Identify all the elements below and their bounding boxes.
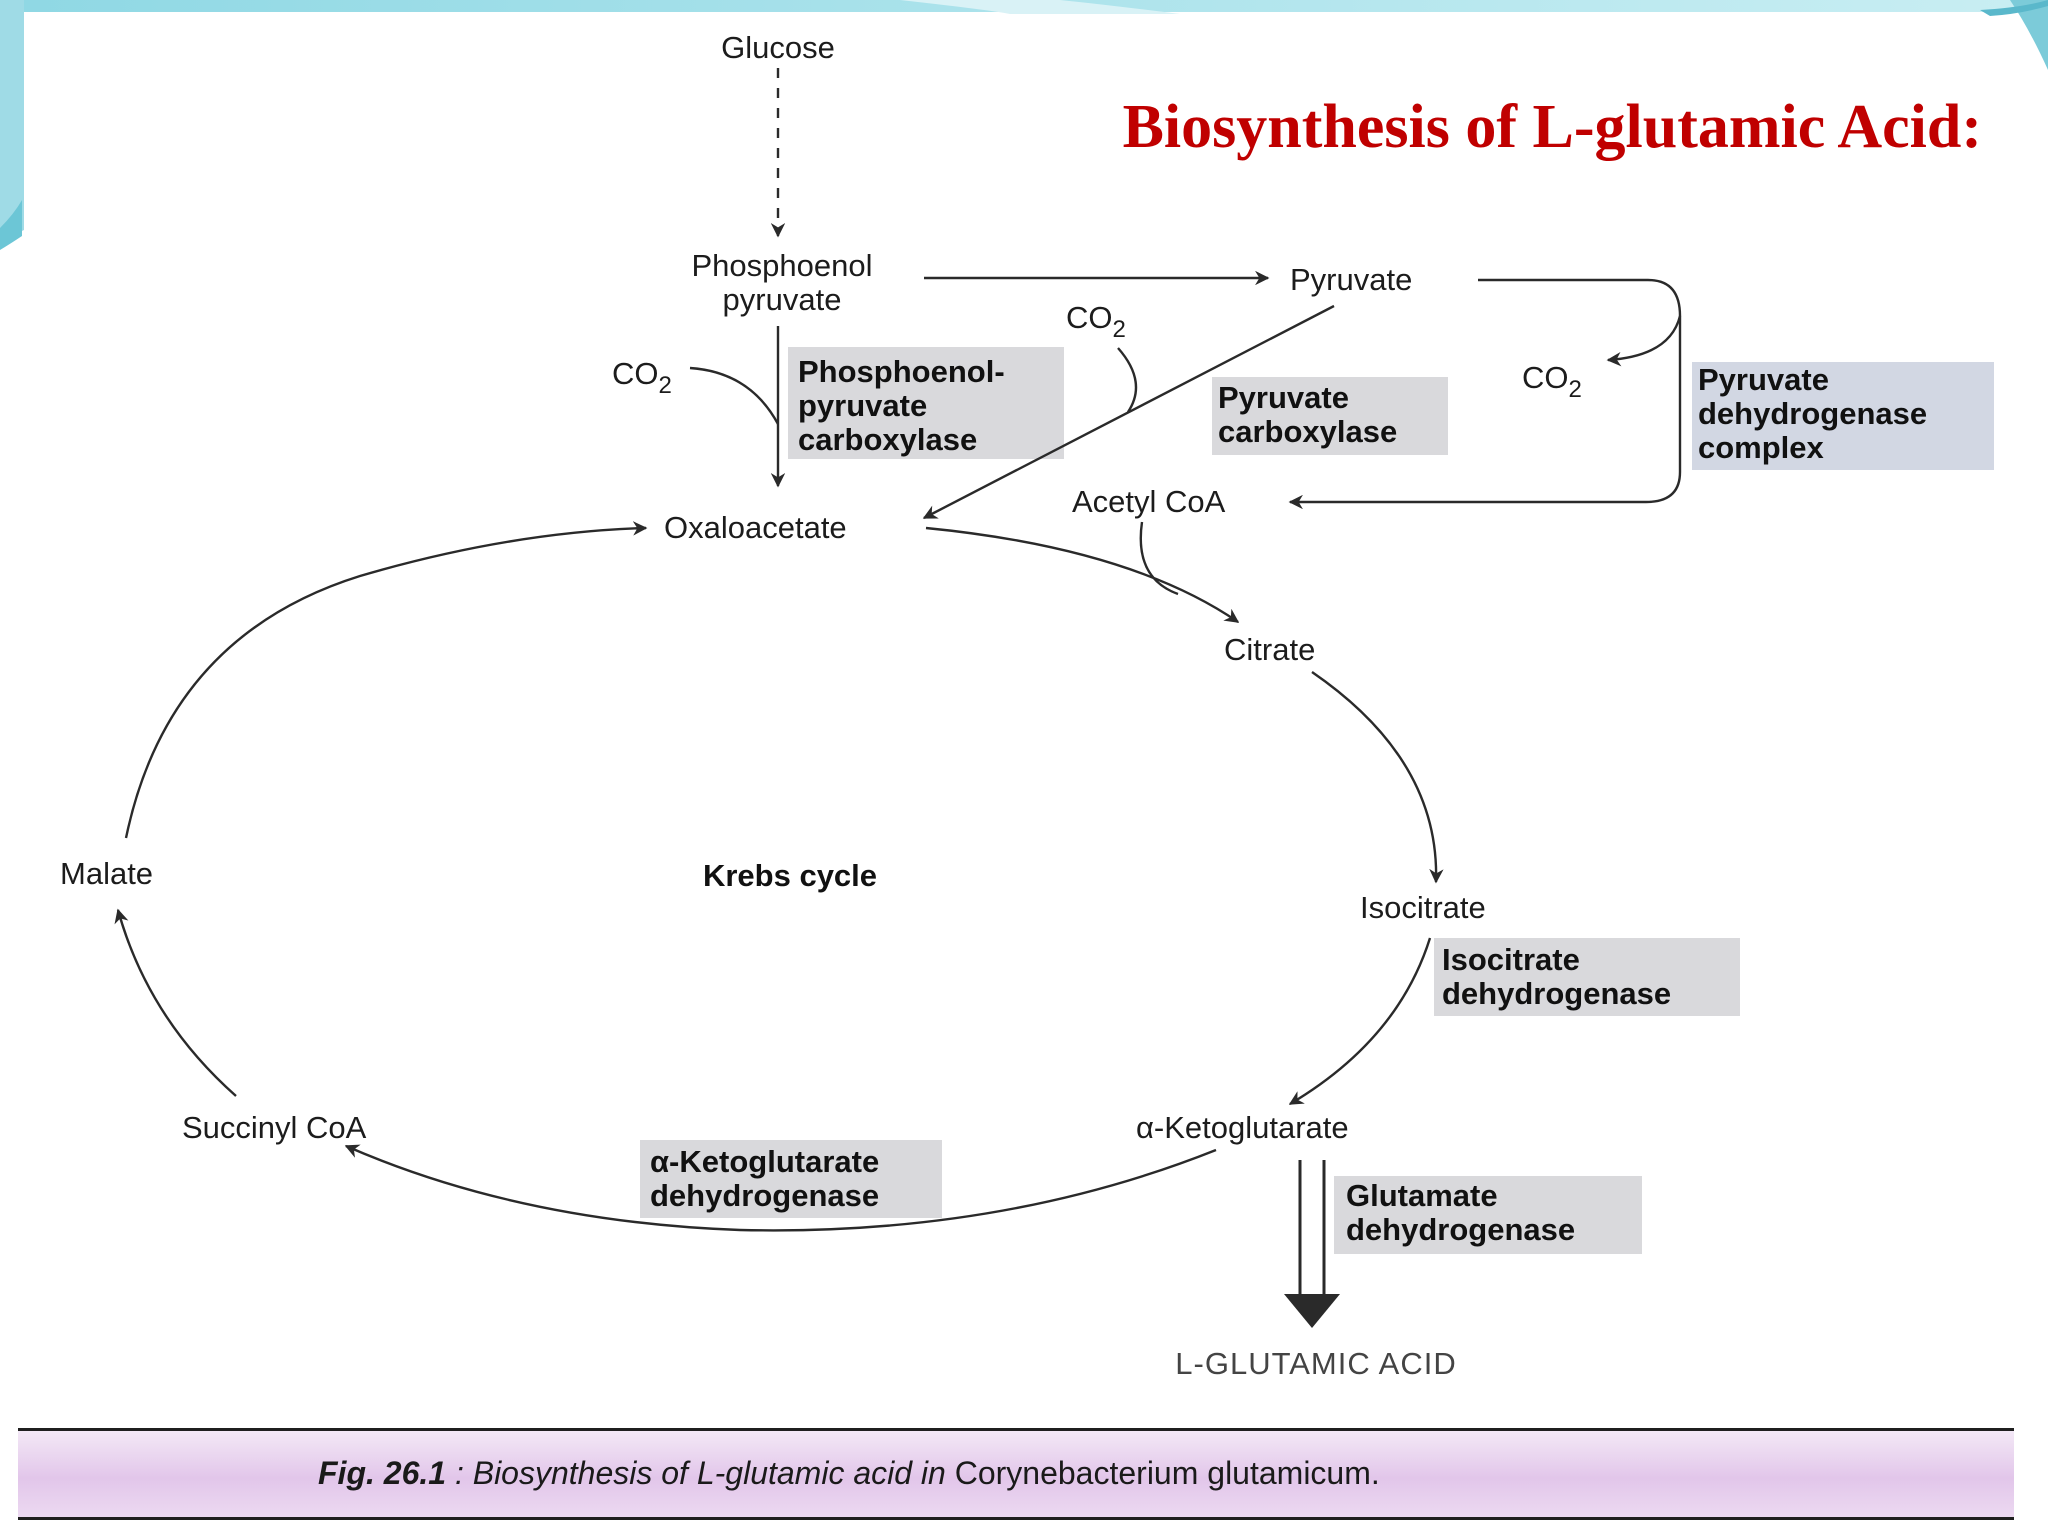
metabolite-succinyl-coa: Succinyl CoA bbox=[182, 1110, 367, 1145]
metabolite-oxaloacetate: Oxaloacetate bbox=[664, 510, 847, 545]
arrow-acetyl-coa-into-citrate bbox=[1139, 521, 1179, 596]
enzyme-alpha-ketoglutarate-dehydrogenase: α-Ketoglutarate dehydrogenase bbox=[650, 1144, 888, 1213]
co2-label-pyruvate-carboxylase: CO2 bbox=[1066, 300, 1126, 343]
metabolite-isocitrate: Isocitrate bbox=[1360, 890, 1486, 925]
arrow-akg-to-succinyl-coa bbox=[344, 1144, 1217, 1232]
caption-text: Biosynthesis of L-glutamic acid in bbox=[472, 1455, 955, 1491]
enzyme-glutamate-dehydrogenase: Glutamate dehydrogenase bbox=[1346, 1178, 1575, 1247]
figure-caption-bar: Fig. 26.1 : Biosynthesis of L-glutamic a… bbox=[18, 1428, 2014, 1520]
arrow-citrate-to-isocitrate bbox=[1311, 671, 1444, 884]
figure-label: Fig. 26.1 bbox=[318, 1455, 447, 1491]
figure-caption: Fig. 26.1 : Biosynthesis of L-glutamic a… bbox=[318, 1455, 1380, 1492]
arrow-pyruvate-to-acetyl-coa bbox=[1288, 278, 1682, 510]
enzyme-pyruvate-dehydrogenase-complex: Pyruvate dehydrogenase complex bbox=[1698, 362, 1936, 465]
metabolite-pyruvate: Pyruvate bbox=[1290, 262, 1412, 297]
enzyme-box-pyruvate-carboxylase bbox=[1212, 377, 1448, 455]
arrow-head-glutamic-acid bbox=[1284, 1294, 1340, 1328]
co2-label-pyruvate-dehydrogenase: CO2 bbox=[1522, 360, 1582, 403]
enzyme-box-glutamate-dehydrogenase bbox=[1334, 1176, 1642, 1254]
enzyme-box-pyruvate-dehydrogenase bbox=[1692, 362, 1994, 470]
arrow-isocitrate-to-akg bbox=[1288, 937, 1432, 1106]
metabolite-alpha-ketoglutarate: α-Ketoglutarate bbox=[1136, 1110, 1349, 1145]
arrow-co2-out-pyruvate-dehydrogenase bbox=[1606, 315, 1682, 367]
enzyme-box-akg-dehydrogenase bbox=[640, 1140, 942, 1218]
product-l-glutamic-acid: L-GLUTAMIC ACID bbox=[1175, 1346, 1456, 1381]
enzyme-box-pep-carboxylase bbox=[788, 347, 1064, 459]
caption-separator: : bbox=[446, 1455, 473, 1491]
enzyme-phosphoenolpyruvate-carboxylase: Phosphoenol- pyruvate carboxylase bbox=[798, 354, 1013, 457]
metabolite-phosphoenolpyruvate-line1: Phosphoenol bbox=[692, 248, 873, 283]
metabolite-glucose: Glucose bbox=[721, 30, 835, 65]
slide-title: Biosynthesis of L-glutamic Acid: bbox=[1122, 93, 1982, 161]
arrow-oxaloacetate-to-citrate bbox=[925, 526, 1240, 623]
arrow-co2-into-pep-carboxylase bbox=[689, 366, 780, 425]
krebs-cycle-label: Krebs cycle bbox=[703, 858, 877, 893]
metabolite-phosphoenolpyruvate-line2: pyruvate bbox=[723, 282, 842, 317]
metabolite-acetyl-coa: Acetyl CoA bbox=[1072, 484, 1226, 519]
arrow-succinyl-coa-to-malate bbox=[114, 908, 237, 1097]
enzyme-isocitrate-dehydrogenase: Isocitrate dehydrogenase bbox=[1442, 942, 1671, 1011]
metabolite-citrate: Citrate bbox=[1224, 632, 1315, 667]
metabolite-malate: Malate bbox=[60, 856, 153, 891]
arrow-co2-into-pyruvate-carboxylase bbox=[1117, 347, 1138, 413]
co2-label-pep: CO2 bbox=[612, 356, 672, 399]
caption-organism: Corynebacterium glutamicum. bbox=[954, 1455, 1380, 1491]
enzyme-box-isocitrate-dehydrogenase bbox=[1434, 938, 1740, 1016]
arrow-malate-to-oxaloacetate bbox=[124, 521, 648, 839]
enzyme-pyruvate-carboxylase: Pyruvate carboxylase bbox=[1218, 380, 1397, 449]
